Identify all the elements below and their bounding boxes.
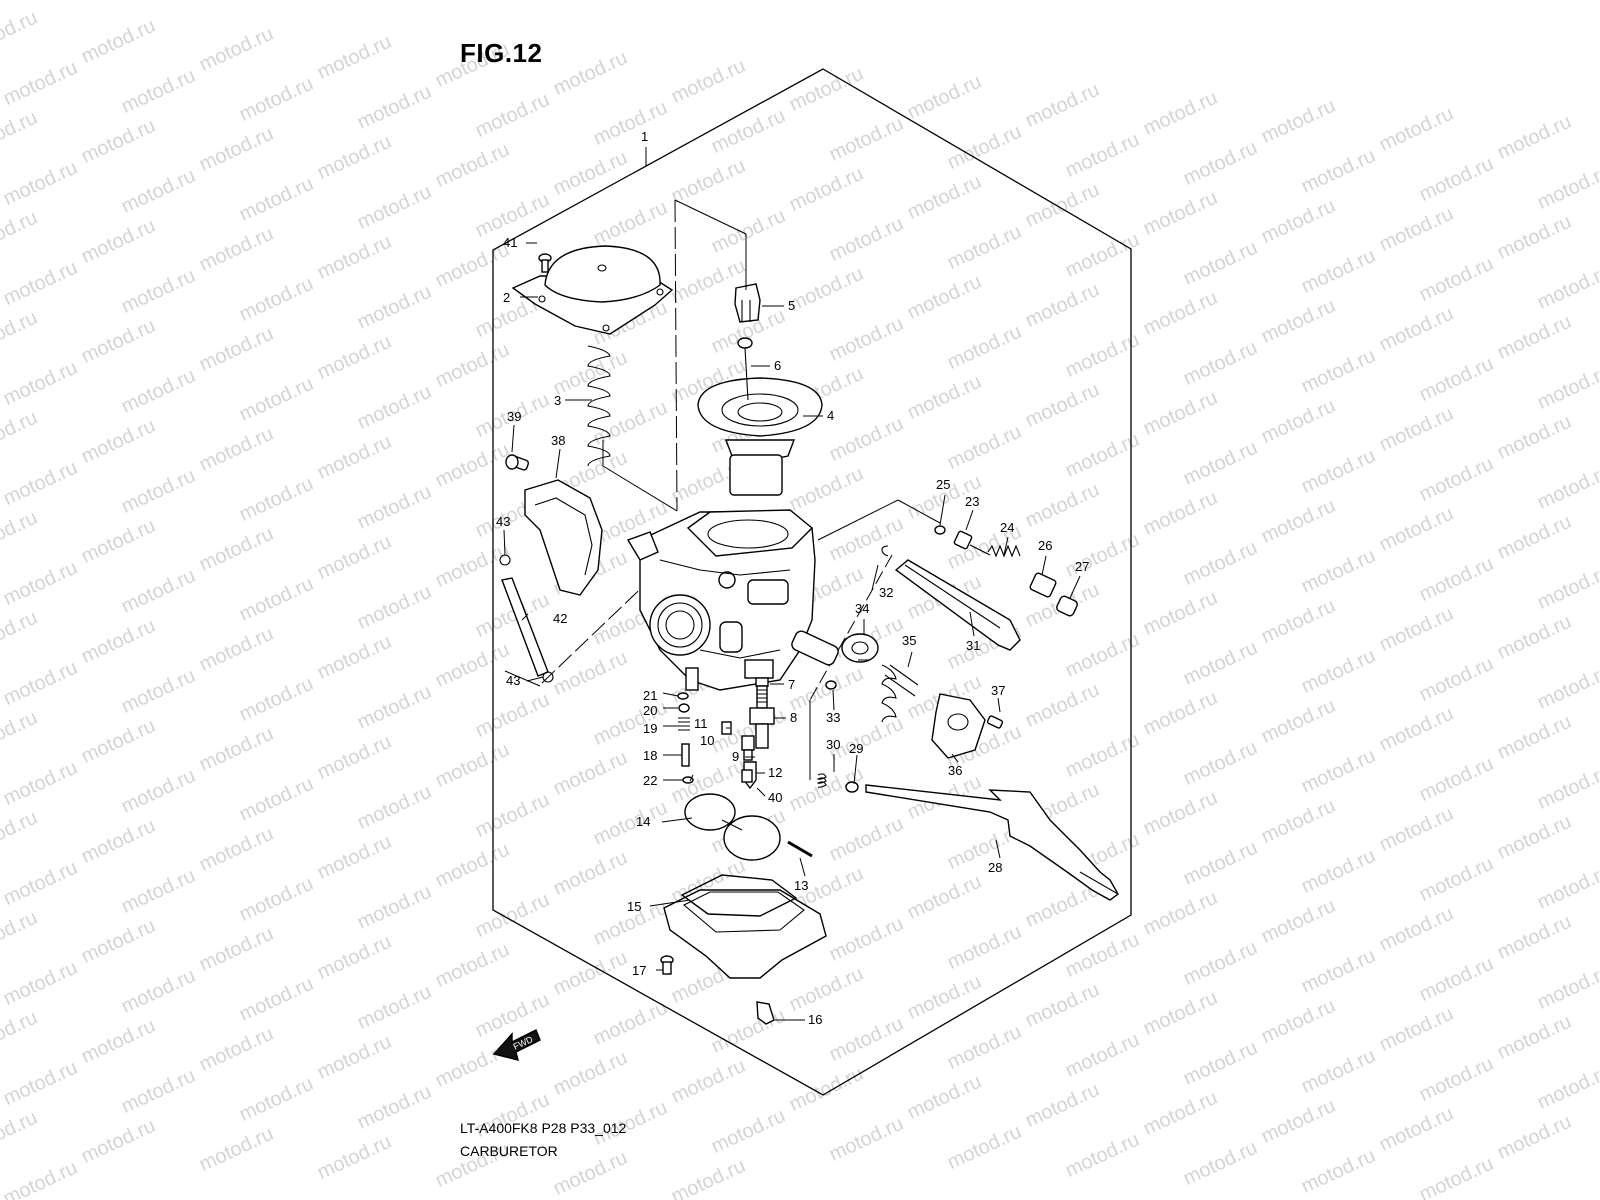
callout-36: 36	[948, 763, 962, 778]
screw	[538, 253, 552, 273]
callout-13: 13	[794, 878, 808, 893]
callout-2: 2	[503, 290, 510, 305]
diagram-name: CARBURETOR	[460, 1143, 558, 1159]
callout-32: 32	[879, 585, 893, 600]
forward-arrow-icon: FWD	[492, 1029, 541, 1061]
callout-8: 8	[790, 710, 797, 725]
callout-16: 16	[808, 1012, 822, 1027]
callout-7: 7	[788, 677, 795, 692]
carburetor-body	[626, 509, 839, 691]
callout-31: 31	[966, 638, 980, 653]
guide-lines	[504, 199, 941, 780]
callout-28: 28	[988, 860, 1002, 875]
callout-30: 30	[826, 737, 840, 752]
callout-21: 21	[643, 688, 657, 703]
diagram-code: LT-A400FK8 P28 P33_012	[460, 1120, 627, 1136]
callout-35: 35	[902, 633, 916, 648]
callout-43-top: 43	[496, 514, 510, 529]
callout-24: 24	[1000, 520, 1014, 535]
spring	[587, 345, 611, 467]
part-callouts: 1 41 2 3 4 5 6 39 38 43 42 43 7 8 21 20 …	[496, 129, 1089, 1027]
float	[684, 793, 781, 861]
callout-17: 17	[632, 963, 646, 978]
callout-14: 14	[636, 814, 650, 829]
jet-needle	[737, 337, 753, 401]
callout-20: 20	[643, 703, 657, 718]
leader-lines	[503, 147, 1081, 1021]
callout-39: 39	[507, 409, 521, 424]
callout-9: 9	[732, 749, 739, 764]
callout-40: 40	[768, 790, 782, 805]
diaphragm-piston	[697, 377, 823, 496]
callout-38: 38	[551, 433, 565, 448]
callout-1: 1	[641, 129, 648, 144]
callout-37: 37	[991, 683, 1005, 698]
float-pin	[787, 840, 813, 858]
callout-26: 26	[1038, 538, 1052, 553]
callout-15: 15	[627, 899, 641, 914]
callout-41: 41	[503, 235, 517, 250]
throttle-cover	[505, 454, 603, 596]
jets-cluster	[677, 677, 775, 790]
figure-title: FIG.12	[460, 38, 543, 68]
callout-11: 11	[694, 716, 708, 731]
callout-10: 10	[700, 733, 714, 748]
assembly-boundary	[492, 68, 1132, 1096]
callout-4: 4	[827, 408, 834, 423]
callout-34: 34	[855, 601, 869, 616]
callout-18: 18	[643, 748, 657, 763]
vent-tube	[499, 554, 554, 683]
callout-33: 33	[826, 710, 840, 725]
callout-23: 23	[965, 494, 979, 509]
callout-29: 29	[849, 741, 863, 756]
top-cover	[511, 245, 674, 335]
callout-42: 42	[553, 611, 567, 626]
float-chamber	[660, 874, 827, 1025]
accelerator-pump	[825, 633, 1004, 759]
callout-12: 12	[768, 765, 782, 780]
callout-6: 6	[774, 358, 781, 373]
throttle-cable	[816, 773, 1119, 901]
choke-assembly	[934, 525, 1078, 617]
callout-43-bottom: 43	[506, 673, 520, 688]
callout-3: 3	[554, 393, 561, 408]
callout-22: 22	[643, 773, 657, 788]
callout-5: 5	[788, 298, 795, 313]
callout-27: 27	[1075, 559, 1089, 574]
needle-holder	[734, 283, 761, 323]
callout-19: 19	[643, 721, 657, 736]
fuel-hose	[881, 545, 1021, 651]
callout-25: 25	[936, 477, 950, 492]
